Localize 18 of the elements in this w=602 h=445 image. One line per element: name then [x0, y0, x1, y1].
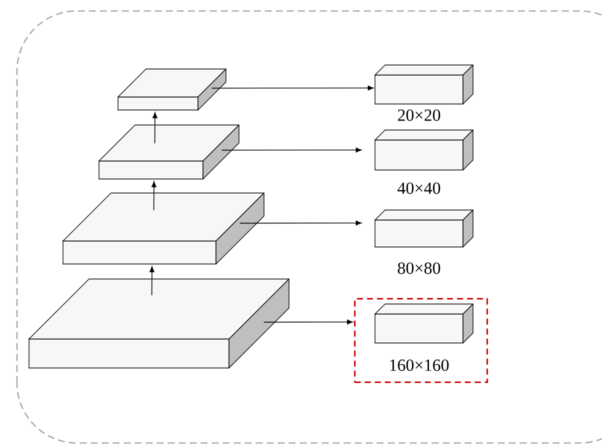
arrow — [152, 112, 158, 144]
arrow — [239, 220, 362, 226]
arrow — [211, 86, 374, 90]
size-label: 20×20 — [398, 109, 440, 121]
feature-block — [374, 210, 474, 248]
size-label: 80×80 — [398, 262, 440, 274]
highlight-frame — [354, 298, 488, 383]
arrow — [150, 266, 154, 296]
layer-slab — [118, 68, 226, 110]
layer-slab — [98, 124, 240, 180]
layer-slab — [62, 192, 264, 264]
feature-block — [374, 304, 474, 344]
size-label: 40×40 — [398, 182, 440, 194]
arrow — [152, 181, 156, 211]
feature-block — [374, 64, 474, 104]
feature-block — [374, 130, 474, 170]
size-label: 160×160 — [390, 359, 449, 371]
layer-slab — [28, 278, 290, 368]
